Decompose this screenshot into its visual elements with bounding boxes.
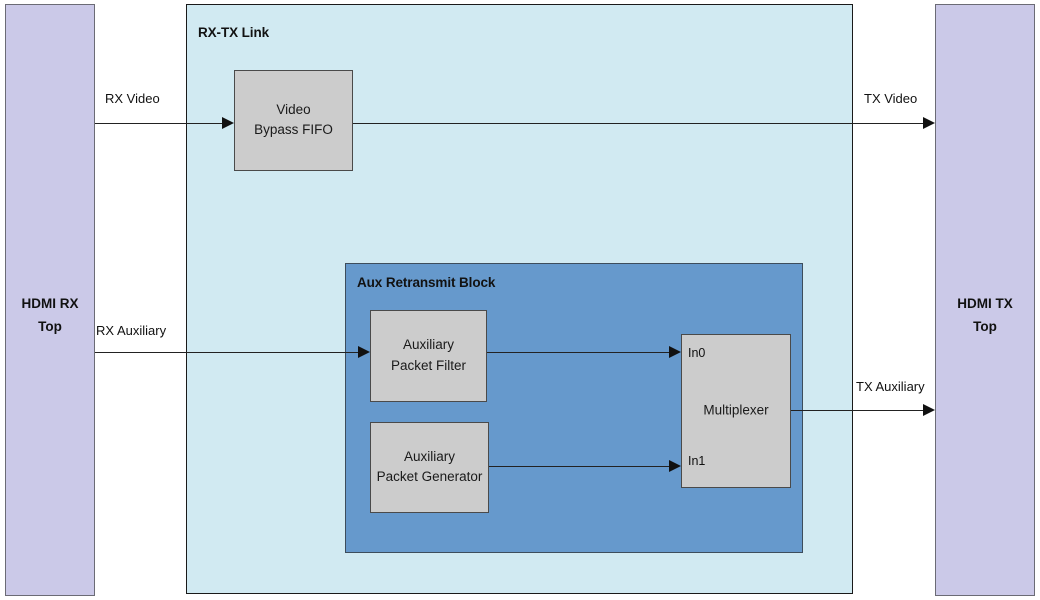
- arrowhead-rx-auxiliary: [358, 345, 370, 358]
- box-video-bypass-fifo: Video Bypass FIFO: [234, 70, 353, 171]
- video-bypass-fifo-label-line1: Video: [276, 101, 311, 117]
- auxiliary-packet-generator-label-line2: Packet Generator: [376, 469, 483, 485]
- hdmi-rx-top-label-line1: HDMI RX: [21, 296, 79, 311]
- box-auxiliary-packet-filter: Auxiliary Packet Filter: [370, 310, 487, 402]
- box-auxiliary-packet-generator: Auxiliary Packet Generator: [370, 422, 489, 513]
- panel-hdmi-tx-top: HDMI TX Top: [935, 4, 1035, 596]
- signal-label-tx-auxiliary: TX Auxiliary: [856, 379, 925, 394]
- wire-rx-video: [95, 123, 222, 124]
- arrowhead-mux-in1: [669, 459, 681, 472]
- arrowhead-tx-auxiliary: [923, 403, 935, 416]
- signal-label-tx-video: TX Video: [864, 91, 918, 106]
- video-bypass-fifo-label: Video Bypass FIFO: [235, 100, 352, 142]
- auxiliary-packet-filter-label-line2: Packet Filter: [390, 358, 467, 373]
- multiplexer-port-in0: In0: [688, 346, 706, 360]
- hdmi-tx-top-label-line1: HDMI TX: [957, 296, 1013, 311]
- multiplexer-label: Multiplexer: [703, 402, 769, 418]
- panel-hdmi-rx-top: HDMI RX Top: [5, 4, 95, 596]
- arrowhead-mux-in0: [669, 345, 681, 358]
- hdmi-tx-top-label-line2: Top: [973, 319, 997, 334]
- wire-rx-auxiliary: [95, 352, 358, 353]
- wire-tx-video: [353, 123, 923, 124]
- auxiliary-packet-filter-label: Auxiliary Packet Filter: [371, 335, 486, 377]
- arrowhead-rx-video: [222, 116, 234, 129]
- multiplexer-port-in1: In1: [688, 454, 706, 468]
- video-bypass-fifo-label-line2: Bypass FIFO: [254, 122, 333, 138]
- auxiliary-packet-filter-label-line1: Auxiliary: [402, 337, 454, 353]
- aux-retransmit-block-title: Aux Retransmit Block: [357, 275, 496, 290]
- arrowhead-tx-video: [923, 116, 935, 129]
- signal-label-rx-auxiliary: RX Auxiliary: [96, 323, 167, 338]
- signal-label-rx-video: RX Video: [105, 91, 160, 106]
- hdmi-rx-top-label-line2: Top: [38, 319, 62, 334]
- wire-filter-to-mux-in0: [487, 352, 669, 353]
- box-multiplexer: Multiplexer In0 In1: [681, 334, 791, 488]
- auxiliary-packet-generator-label: Auxiliary Packet Generator: [371, 447, 488, 489]
- auxiliary-packet-generator-label-line1: Auxiliary: [403, 448, 455, 464]
- rx-tx-link-title: RX-TX Link: [198, 25, 270, 40]
- wire-generator-to-mux-in1: [489, 466, 669, 467]
- wire-tx-auxiliary: [791, 410, 923, 411]
